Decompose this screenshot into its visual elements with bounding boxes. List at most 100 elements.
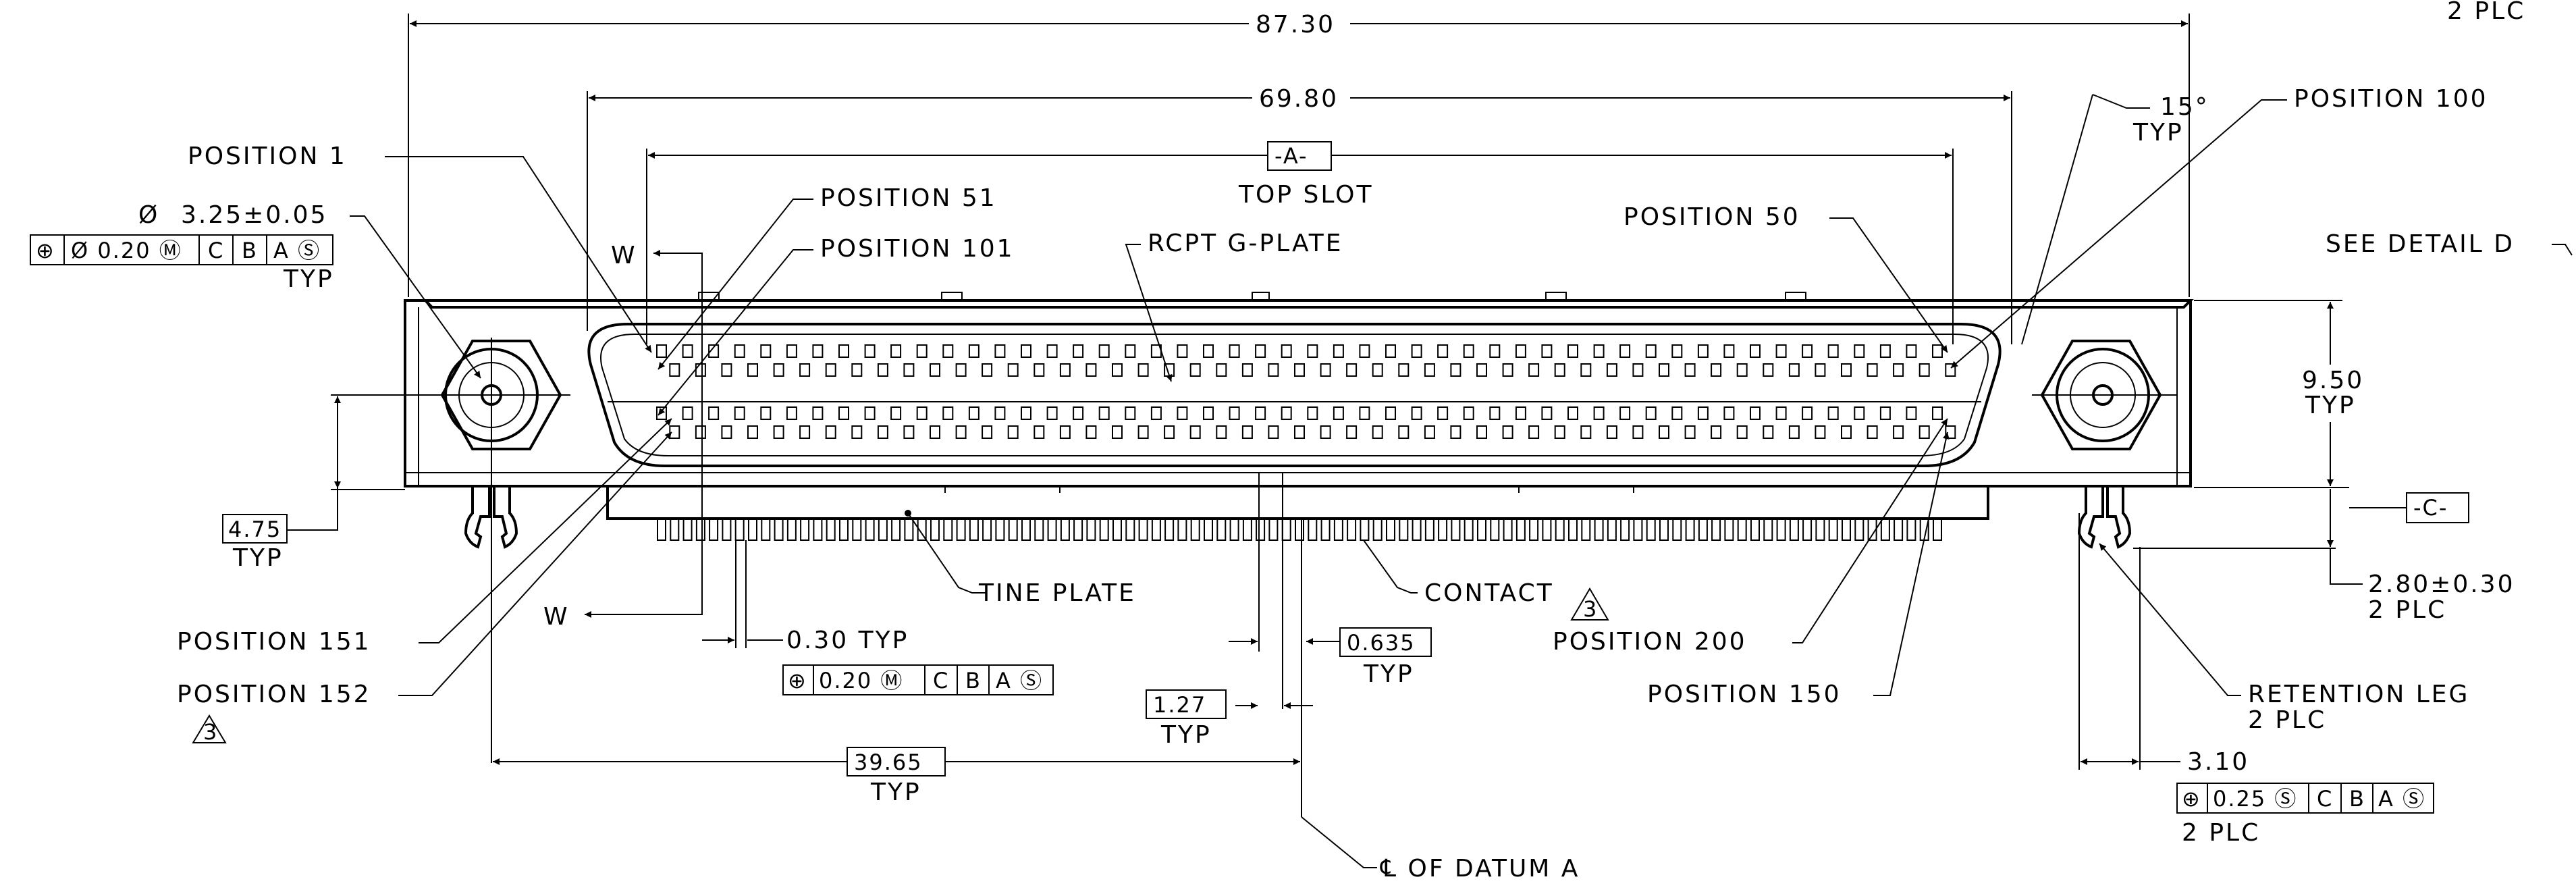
position-100-label: POSITION 100 (2294, 85, 2488, 113)
contact-pin (955, 363, 967, 377)
tine-lead (1412, 519, 1422, 541)
tine-lead (1360, 519, 1370, 541)
contact-pin (760, 344, 772, 358)
leg-width-value: 3.10 (2187, 748, 2249, 776)
leg-offset-typ: TYP (232, 544, 284, 572)
svg-text:A Ⓢ: A Ⓢ (2378, 786, 2425, 812)
contact-pin (942, 406, 954, 420)
dim-half-width: 39.65 TYP (493, 747, 1300, 806)
tine-lead (891, 519, 901, 541)
contact-pin (1841, 425, 1852, 439)
tine-lead (1073, 519, 1083, 541)
section-w-bottom-label: W (543, 603, 570, 631)
contact-pin (1697, 406, 1709, 420)
svg-text:0.25 Ⓢ: 0.25 Ⓢ (2213, 786, 2297, 812)
contact-pin (1632, 363, 1644, 377)
contact-pin (1567, 406, 1578, 420)
leg-plc: 2 PLC (2182, 819, 2260, 847)
tine-lead (995, 519, 1005, 541)
contact-pin (656, 344, 667, 358)
contact-pin (1085, 425, 1097, 439)
contact-pin (1854, 344, 1865, 358)
tine-lead (1620, 519, 1630, 541)
datum-a-centerline-label: ℄ OF DATUM A (1380, 855, 1580, 882)
contact-pin (1073, 406, 1084, 420)
tine-lead (761, 519, 771, 541)
tine-lead (1854, 519, 1864, 541)
section-w-top: W (611, 242, 703, 547)
tine-lead (1750, 519, 1760, 541)
contact-pin (1372, 363, 1383, 377)
contact-pin (1164, 425, 1175, 439)
position-50-label: POSITION 50 (1624, 203, 1800, 231)
tine-lead (1894, 519, 1904, 541)
contact-pin (916, 406, 928, 420)
contact-pin (1580, 425, 1592, 439)
retention-leg-callout: RETENTION LEG 2 PLC (2099, 543, 2467, 734)
tine-width-value: 0.30 TYP (786, 627, 909, 654)
contact-pin (1723, 344, 1735, 358)
svg-text:C: C (208, 238, 224, 263)
tine-lead (1060, 519, 1070, 541)
contact-pin (1189, 425, 1201, 439)
flag-note-152: 3 (203, 719, 218, 745)
contact-pin (1763, 363, 1774, 377)
svg-text:B: B (965, 668, 982, 693)
tine-lead (1138, 519, 1148, 541)
contact-pin (1098, 344, 1110, 358)
contact-pin (1802, 406, 1813, 420)
contact-pin (1137, 363, 1149, 377)
contact-pin (838, 344, 849, 358)
tine-lead (1112, 519, 1122, 541)
contact-pin (1659, 363, 1669, 377)
contact-pin (812, 406, 824, 420)
contact-pin (1697, 344, 1709, 358)
contact-pin (682, 344, 693, 358)
contact-pin (1723, 406, 1735, 420)
contact-pin (1255, 406, 1266, 420)
contact-pin (1125, 406, 1136, 420)
tine-lead (1424, 519, 1434, 541)
contact-pin (1216, 363, 1227, 377)
dim-tine-width: 0.30 TYP ⊕ 0.20 Ⓜ C B A Ⓢ (702, 540, 1054, 695)
contact-pin (1619, 344, 1631, 358)
contact-pin (1398, 363, 1410, 377)
section-w-bottom: W (543, 540, 703, 631)
svg-text:⊕: ⊕ (788, 668, 807, 693)
svg-text:Ø 0.20 Ⓜ: Ø 0.20 Ⓜ (71, 238, 182, 263)
contact-pin (1346, 425, 1358, 439)
contact-pin (916, 344, 928, 358)
tine-lead (1529, 519, 1539, 541)
contact-pin (994, 406, 1006, 420)
tine-lead (1555, 519, 1565, 541)
tine-lead (1607, 519, 1617, 541)
svg-text:C: C (933, 668, 949, 693)
contact-pin (1879, 344, 1891, 358)
tine-plate-callout: TINE PLATE (905, 510, 1134, 607)
angle-value: 15° (2160, 93, 2209, 121)
contact-pin (1659, 425, 1669, 439)
contact-pin (1906, 344, 1917, 358)
contact-pin (982, 363, 993, 377)
contact-pin (1021, 344, 1031, 358)
contact-pin (1932, 406, 1943, 420)
contact-pin (1867, 425, 1878, 439)
contact-pin (1112, 425, 1123, 439)
contact-pin (1372, 425, 1383, 439)
contact-pin (1763, 425, 1774, 439)
contact-pin (851, 363, 863, 377)
contact-pin (1867, 363, 1878, 377)
contact-pin (1567, 344, 1578, 358)
tine-lead (1047, 519, 1057, 541)
tine-lead (1737, 519, 1747, 541)
tine-lead (1789, 519, 1799, 541)
tine-lead (1672, 519, 1682, 541)
tine-lead (1216, 519, 1227, 541)
tine-lead (1320, 519, 1331, 541)
contact-pin (1255, 344, 1266, 358)
contact-pin (864, 406, 876, 420)
contact-pin (1463, 406, 1474, 420)
angle-typ: TYP (2132, 119, 2184, 147)
svg-text:⊕: ⊕ (36, 238, 55, 263)
leg-height-value: 2.80±0.30 (2368, 571, 2515, 598)
